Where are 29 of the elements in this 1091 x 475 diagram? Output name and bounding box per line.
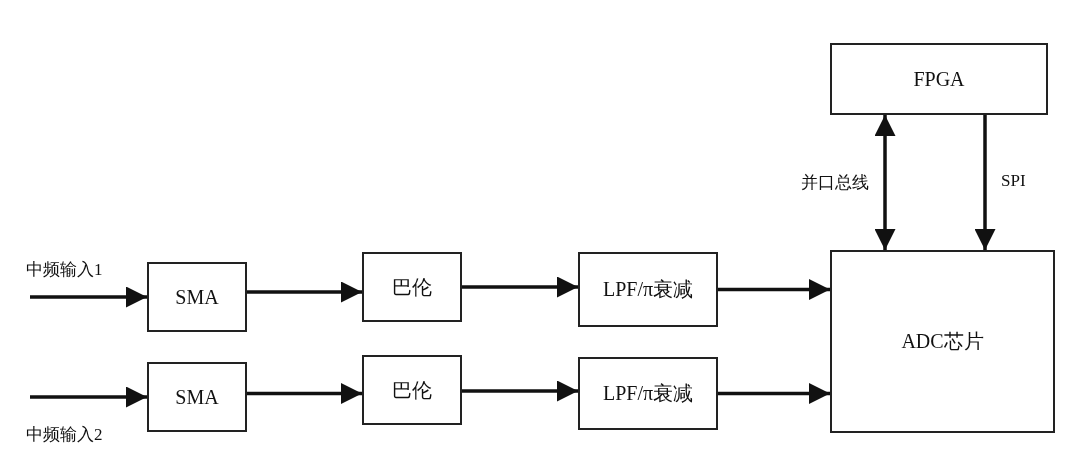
input-label: 中频输入2 bbox=[26, 424, 103, 446]
process-box bbox=[362, 355, 462, 425]
edge-label: 并口总线 bbox=[799, 170, 871, 194]
box-label: 巴伦 bbox=[392, 274, 432, 300]
arrow bbox=[874, 115, 896, 250]
box-label: SMA bbox=[175, 385, 219, 409]
box-label: LPF/π衰减 bbox=[602, 277, 694, 302]
box-label: 巴伦 bbox=[392, 377, 432, 403]
arrow bbox=[462, 380, 578, 402]
arrow bbox=[30, 286, 147, 308]
arrow bbox=[247, 281, 362, 303]
input-label: 中频输入1 bbox=[26, 259, 103, 281]
process-box bbox=[147, 262, 247, 332]
arrow bbox=[247, 383, 362, 404]
process-box bbox=[830, 250, 1055, 433]
arrow bbox=[718, 383, 830, 404]
arrow bbox=[30, 386, 147, 408]
process-box bbox=[362, 252, 462, 322]
box-label: ADC芯片 bbox=[901, 329, 984, 354]
box-label: FPGA bbox=[913, 67, 965, 91]
arrow bbox=[462, 276, 578, 298]
process-box bbox=[578, 357, 718, 430]
process-box bbox=[830, 43, 1048, 115]
box-label: SMA bbox=[175, 285, 219, 309]
process-box bbox=[578, 252, 718, 327]
process-box bbox=[147, 362, 247, 432]
box-label: LPF/π衰减 bbox=[602, 381, 694, 406]
arrow bbox=[718, 279, 830, 300]
arrow bbox=[974, 115, 996, 250]
